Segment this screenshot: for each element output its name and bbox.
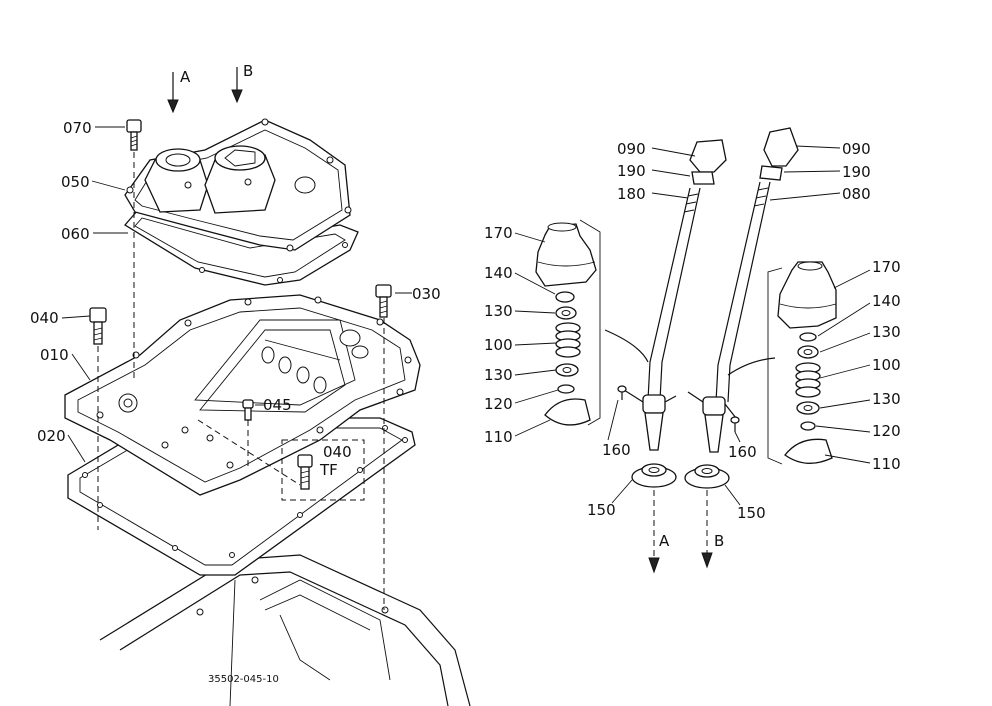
label-080: 080 xyxy=(842,185,871,203)
tf-callout-box xyxy=(281,439,365,501)
case-010 xyxy=(64,294,421,496)
label-130-left-lower: 130 xyxy=(484,366,513,384)
label-140-left: 140 xyxy=(484,264,513,282)
label-090-right: 090 xyxy=(842,140,871,158)
nut-190-right xyxy=(759,165,783,181)
label-160-left: 160 xyxy=(602,441,631,459)
boot-stack-right xyxy=(767,261,837,465)
label-010: 010 xyxy=(40,346,69,364)
ring-140-left xyxy=(555,291,575,303)
label-040-tf: 040 xyxy=(323,443,352,461)
label-190-right: 190 xyxy=(842,163,871,181)
label-090-left: 090 xyxy=(617,140,646,158)
cover-050 xyxy=(124,118,352,252)
label-190-left: 190 xyxy=(617,162,646,180)
label-045: 045 xyxy=(263,396,292,414)
label-110-left: 110 xyxy=(484,428,513,446)
label-170-right: 170 xyxy=(872,258,901,276)
shift-lever-080 xyxy=(687,127,799,453)
lower-housing xyxy=(99,554,471,706)
cover-110-left xyxy=(544,398,591,426)
label-110-right: 110 xyxy=(872,455,901,473)
arrow-a-bottom xyxy=(648,490,660,574)
label-020: 020 xyxy=(37,427,66,445)
label-160-right: 160 xyxy=(728,443,757,461)
label-130-right-lower: 130 xyxy=(872,390,901,408)
label-arrow-a-top: A xyxy=(180,68,191,86)
pin-160-left xyxy=(617,385,627,400)
label-050: 050 xyxy=(61,173,90,191)
label-150-right: 150 xyxy=(737,504,766,522)
bolt-040-left xyxy=(89,307,107,345)
drawing-reference-number: 35502-045-10 xyxy=(208,674,279,685)
label-100-left: 100 xyxy=(484,336,513,354)
label-130-left-upper: 130 xyxy=(484,302,513,320)
ring-120-right xyxy=(800,421,816,431)
arrow-b-top xyxy=(231,67,243,104)
label-040-left: 040 xyxy=(30,309,59,327)
seat-150-right xyxy=(684,464,730,489)
label-150-left: 150 xyxy=(587,501,616,519)
seat-150-left xyxy=(631,463,677,488)
nut-190-left xyxy=(691,171,715,185)
spring-100-left xyxy=(555,322,581,358)
label-120-right: 120 xyxy=(872,422,901,440)
arrow-a-top xyxy=(167,72,179,114)
shift-lever-180 xyxy=(604,139,727,451)
label-030: 030 xyxy=(412,285,441,303)
label-arrow-a-bottom: A xyxy=(659,532,670,550)
label-070: 070 xyxy=(63,119,92,137)
arrow-b-bottom xyxy=(701,490,713,569)
label-arrow-b-top: B xyxy=(243,62,253,80)
bolt-070 xyxy=(126,119,142,151)
pin-160-right xyxy=(730,416,740,432)
boot-stack-left xyxy=(535,219,601,426)
cover-110-right xyxy=(784,438,833,464)
label-tf: TF xyxy=(319,461,338,479)
label-060: 060 xyxy=(61,225,90,243)
label-140-right: 140 xyxy=(872,292,901,310)
boot-170-left xyxy=(535,223,597,287)
bolt-040-tf xyxy=(297,454,313,490)
label-170-left: 170 xyxy=(484,224,513,242)
spring-100-right xyxy=(795,362,821,398)
boot-170-right xyxy=(777,261,837,329)
bolt-030 xyxy=(375,284,392,318)
shift-lever-assembly xyxy=(514,127,871,574)
transmission-housing-assembly xyxy=(61,67,471,706)
ring-120-left xyxy=(557,384,575,394)
label-120-left: 120 xyxy=(484,395,513,413)
knob-090-left xyxy=(689,139,727,173)
label-180: 180 xyxy=(617,185,646,203)
label-100-right: 100 xyxy=(872,356,901,374)
knob-090-right xyxy=(763,127,799,167)
label-130-right-upper: 130 xyxy=(872,323,901,341)
plug-045 xyxy=(242,399,254,421)
ring-140-right xyxy=(799,332,817,342)
label-arrow-b-bottom: B xyxy=(714,532,724,550)
